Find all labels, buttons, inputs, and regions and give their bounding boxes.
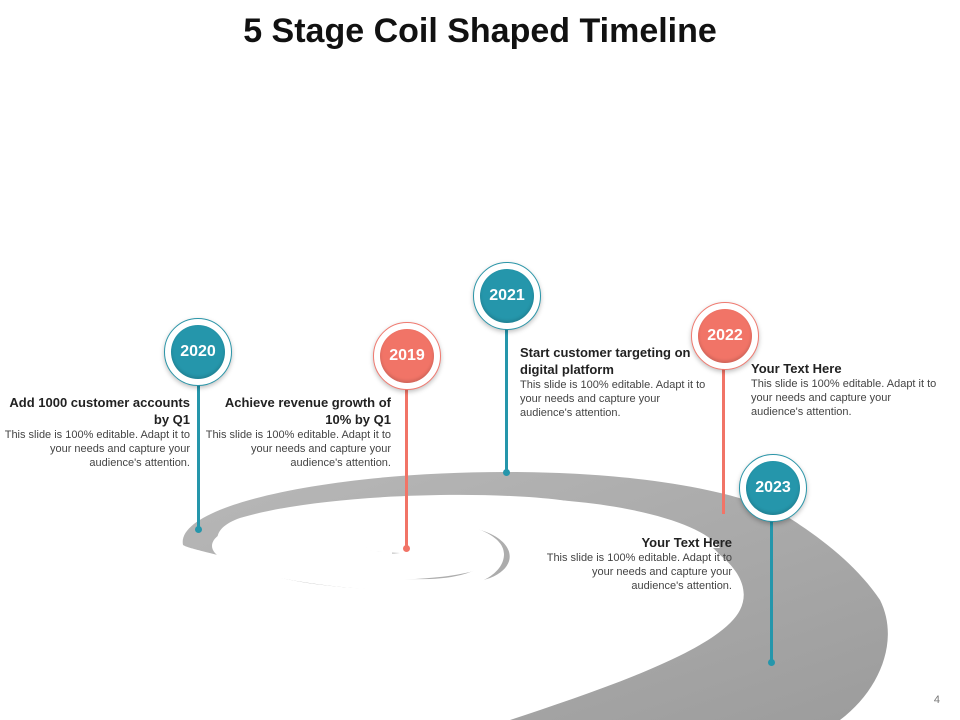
slide-title: 5 Stage Coil Shaped Timeline [243, 12, 717, 50]
milestone-heading: Your Text Here [751, 361, 842, 376]
milestone-text: Add 1000 customer accounts by Q1 This sl… [4, 394, 190, 470]
milestone-body: This slide is 100% editable. Adapt it to… [205, 429, 391, 469]
milestone-text: Start customer targeting on digital plat… [520, 344, 706, 420]
year-badge: 2021 [473, 262, 541, 330]
milestone-stem [405, 382, 408, 548]
milestone-stem [770, 512, 773, 662]
milestone-heading: Add 1000 customer accounts by Q1 [9, 395, 190, 427]
year-label: 2019 [380, 329, 434, 383]
milestone-anchor-dot [195, 526, 202, 533]
milestone-body: This slide is 100% editable. Adapt it to… [546, 552, 732, 592]
year-badge: 2022 [691, 302, 759, 370]
year-badge: 2019 [373, 322, 441, 390]
year-label: 2020 [171, 325, 225, 379]
milestone-text: Your Text Here This slide is 100% editab… [546, 534, 732, 593]
year-label: 2023 [746, 461, 800, 515]
milestone-body: This slide is 100% editable. Adapt it to… [4, 429, 190, 469]
milestone-heading: Start customer targeting on digital plat… [520, 345, 691, 377]
year-label: 2022 [698, 309, 752, 363]
milestone-stem [197, 378, 200, 530]
milestone-anchor-dot [403, 545, 410, 552]
milestone-anchor-dot [503, 469, 510, 476]
page-number: 4 [933, 694, 940, 706]
milestone-body: This slide is 100% editable. Adapt it to… [520, 379, 706, 419]
year-badge: 2020 [164, 318, 232, 386]
milestone-stem [722, 362, 725, 514]
milestone-body: This slide is 100% editable. Adapt it to… [751, 378, 937, 418]
year-label: 2021 [480, 269, 534, 323]
milestone-heading: Your Text Here [641, 535, 732, 550]
year-badge: 2023 [739, 454, 807, 522]
milestone-text: Achieve revenue growth of 10% by Q1 This… [205, 394, 391, 470]
milestone-stem [505, 320, 508, 472]
milestone-heading: Achieve revenue growth of 10% by Q1 [224, 395, 391, 427]
milestone-text: Your Text Here This slide is 100% editab… [751, 360, 937, 419]
milestone-anchor-dot [768, 659, 775, 666]
